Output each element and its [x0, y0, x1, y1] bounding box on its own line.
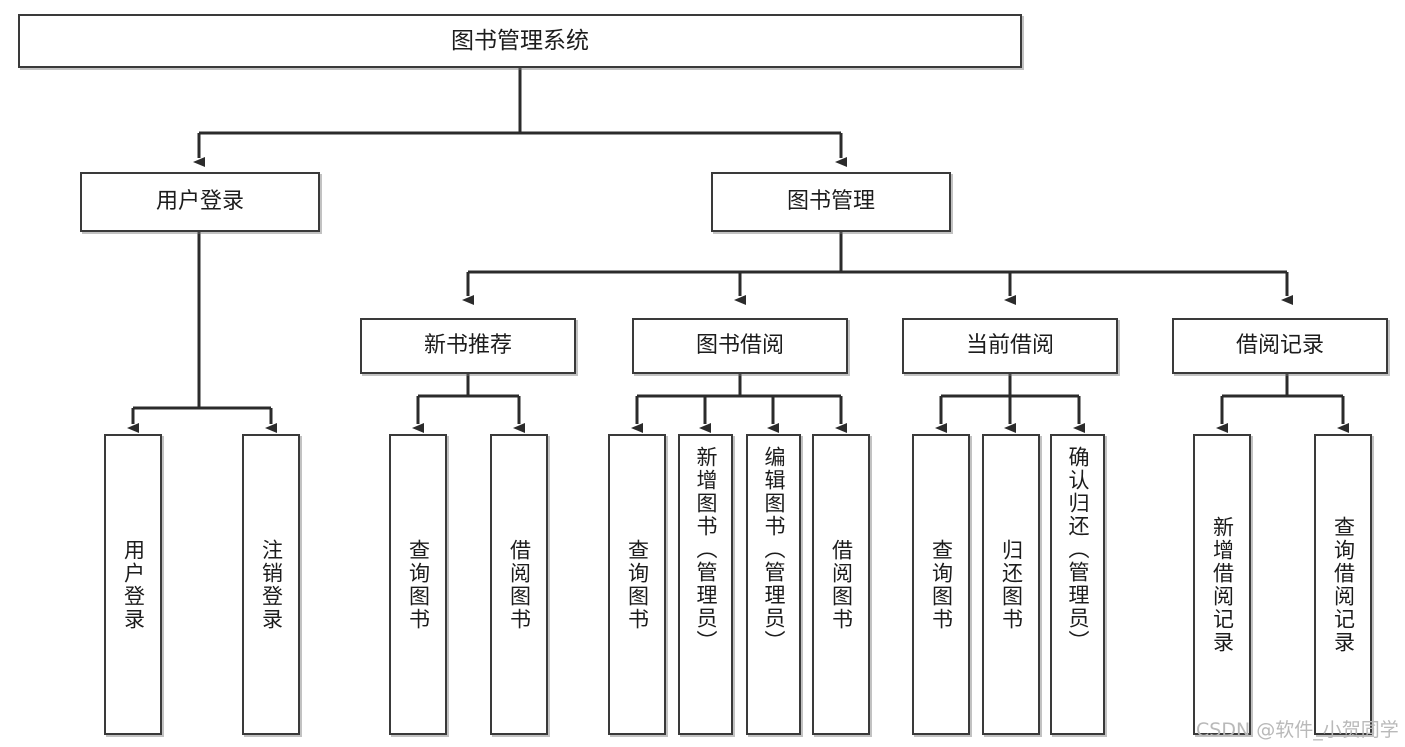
leaf-query-books-current[interactable]: 查询图书 [912, 434, 970, 735]
node-label: 图书管理 [786, 189, 875, 215]
leaf-confirm-return-admin[interactable]: 确认归还（管理员） [1050, 434, 1105, 735]
node-label: 新增图书（管理员） [694, 446, 719, 653]
leaf-return-books[interactable]: 归还图书 [982, 434, 1040, 735]
node-new-book-recommend[interactable]: 新书推荐 [360, 318, 576, 374]
node-label: 借阅图书 [507, 538, 532, 631]
node-label: 用户登录 [121, 538, 146, 631]
node-label: 新书推荐 [423, 333, 512, 359]
node-user-login[interactable]: 用户登录 [80, 172, 320, 232]
node-label: 新增借阅记录 [1210, 515, 1235, 654]
leaf-query-books-recommend[interactable]: 查询图书 [389, 434, 447, 735]
leaf-add-book-admin[interactable]: 新增图书（管理员） [678, 434, 733, 735]
node-label: 注销登录 [259, 538, 284, 631]
node-label: 归还图书 [999, 538, 1024, 631]
node-current-borrow[interactable]: 当前借阅 [902, 318, 1118, 374]
node-label: 图书管理系统 [451, 27, 589, 54]
node-label: 图书借阅 [695, 333, 784, 359]
node-borrow-records[interactable]: 借阅记录 [1172, 318, 1388, 374]
node-label: 查询图书 [929, 538, 954, 631]
node-label: 编辑图书（管理员） [762, 446, 787, 653]
leaf-query-borrow-record[interactable]: 查询借阅记录 [1314, 434, 1372, 735]
leaf-user-login[interactable]: 用户登录 [104, 434, 162, 735]
leaf-add-borrow-record[interactable]: 新增借阅记录 [1193, 434, 1251, 735]
csdn-watermark: CSDN @软件_小贺同学 [1196, 719, 1399, 741]
leaf-logout[interactable]: 注销登录 [242, 434, 300, 735]
node-label: 查询图书 [625, 538, 650, 631]
leaf-edit-book-admin[interactable]: 编辑图书（管理员） [746, 434, 801, 735]
node-label: 确认归还（管理员） [1066, 446, 1091, 653]
node-label: 查询图书 [406, 538, 431, 631]
leaf-borrow-books-recommend[interactable]: 借阅图书 [490, 434, 548, 735]
node-label: 用户登录 [155, 189, 244, 215]
node-book-management[interactable]: 图书管理 [711, 172, 951, 232]
node-root-system[interactable]: 图书管理系统 [18, 14, 1022, 68]
node-label: 借阅图书 [829, 538, 854, 631]
node-label: 当前借阅 [965, 333, 1054, 359]
node-label: 借阅记录 [1235, 333, 1324, 359]
node-label: 查询借阅记录 [1331, 515, 1356, 654]
leaf-query-books-borrow[interactable]: 查询图书 [608, 434, 666, 735]
leaf-borrow-books[interactable]: 借阅图书 [812, 434, 870, 735]
node-book-borrow[interactable]: 图书借阅 [632, 318, 848, 374]
